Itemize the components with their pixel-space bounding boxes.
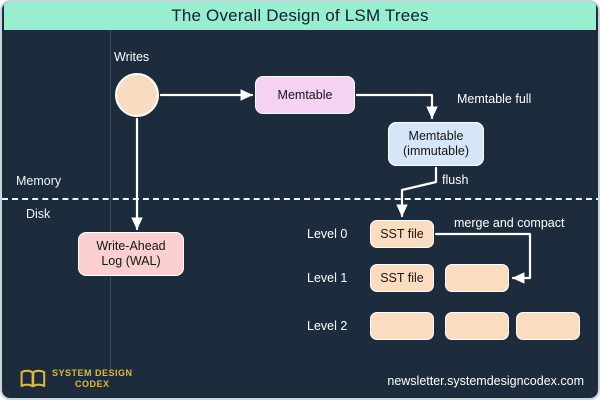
memtable-full-label: Memtable full [457,92,532,106]
immutable-memtable-line1: Memtable [408,129,464,143]
brand-text: SYSTEM DESIGN CODEX [52,368,133,390]
newsletter-url: newsletter.systemdesigncodex.com [387,374,584,388]
writes-label: Writes [114,50,150,64]
page-title: The Overall Design of LSM Trees [171,6,429,25]
writes-source-node [115,73,159,117]
sst-file-level1-a-label: SST file [380,270,424,285]
level-0-label: Level 0 [307,227,348,241]
brand-line-2: CODEX [75,379,110,389]
merge-and-compact-label: merge and compact [454,216,565,230]
brand-logo: SYSTEM DESIGN CODEX [20,368,133,390]
open-book-icon [20,369,46,388]
sst-file-level1-a: SST file [370,264,434,292]
sst-file-level2-b [445,312,509,340]
sst-file-level0: SST file [370,220,434,248]
memory-disk-boundary [2,198,598,200]
sst-file-level1-b [445,264,509,292]
write-ahead-log-node: Write-Ahead Log (WAL) [78,232,184,276]
disk-region-label: Disk [26,207,51,221]
brand-line-1: SYSTEM DESIGN [52,368,133,378]
flush-label: flush [442,173,469,187]
memory-disk-column-divider [110,30,111,370]
sst-file-level0-label: SST file [380,226,424,241]
memtable-node-label: Memtable [277,87,333,102]
memory-region-label: Memory [16,174,62,188]
wal-line1: Write-Ahead [96,239,166,253]
sst-file-level2-c [516,312,580,340]
diagram-canvas: Writes Memtable Memtable (immutable) Wri… [2,30,598,398]
immutable-memtable-node: Memtable (immutable) [388,122,484,166]
sst-file-level2-a [370,312,434,340]
immutable-memtable-line2: (immutable) [403,144,469,158]
title-bar: The Overall Design of LSM Trees [4,2,596,30]
wal-line2: Log (WAL) [101,254,161,268]
level-2-label: Level 2 [307,319,348,333]
level-1-label: Level 1 [307,271,348,285]
memtable-node: Memtable [255,76,355,114]
